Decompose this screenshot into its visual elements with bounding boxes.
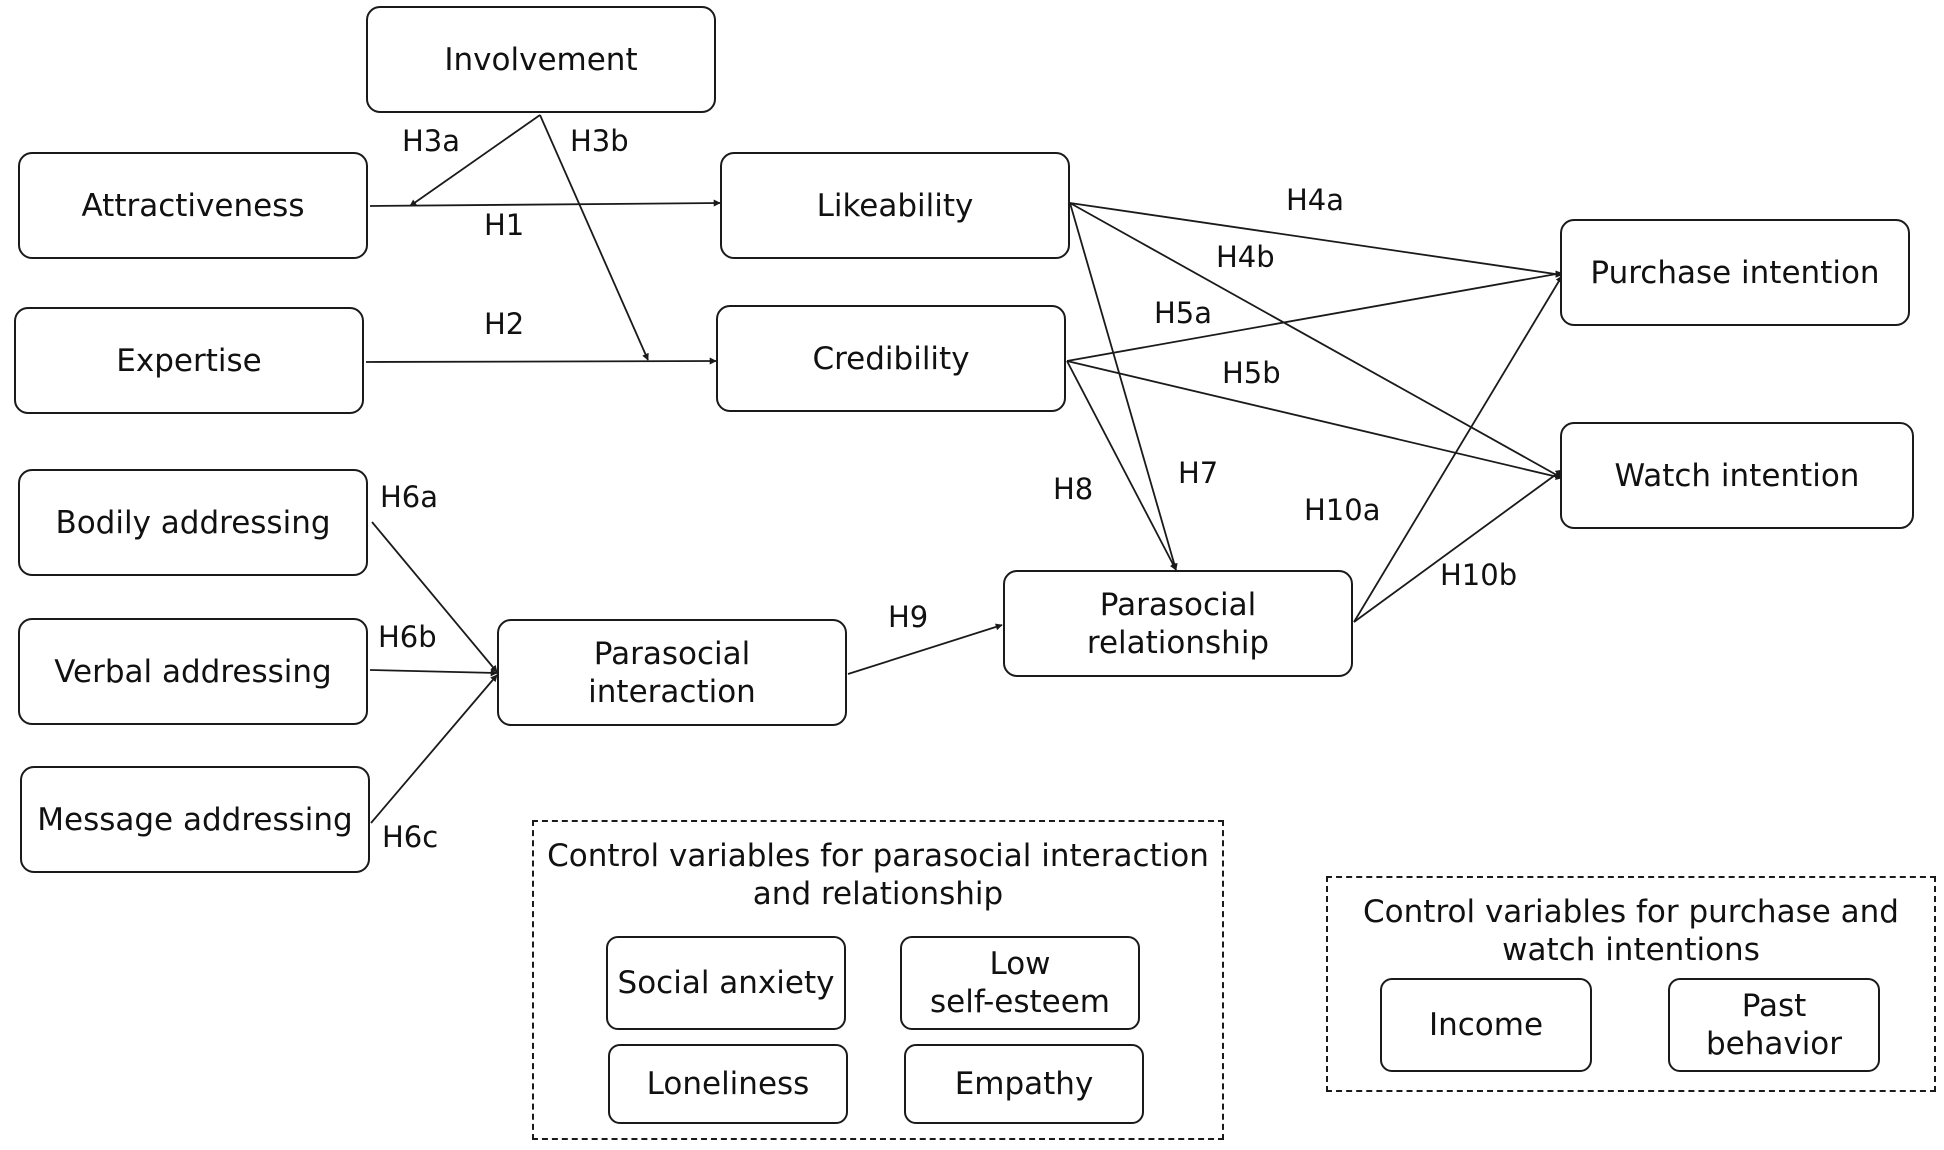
label-h9: H9 (888, 600, 929, 634)
node-verbal-addressing: Verbal addressing (18, 618, 368, 725)
arrow-h4a (1069, 202, 1563, 278)
arrow-h4b (1069, 202, 1563, 479)
node-bodily-addressing: Bodily addressing (18, 469, 368, 576)
label-h10a: H10a (1304, 493, 1381, 527)
control-group-parasocial-title: Control variables for parasocial interac… (547, 838, 1209, 912)
label-h2: H2 (484, 307, 525, 341)
arrow-h10b (1353, 469, 1563, 623)
control-social-anxiety: Social anxiety (606, 936, 846, 1030)
control-group-parasocial (532, 820, 1224, 1140)
label-h5a: H5a (1154, 296, 1213, 330)
control-group-intentions (1326, 876, 1936, 1092)
node-involvement: Involvement (366, 6, 716, 113)
arrow-h2 (365, 357, 717, 365)
arrow-h5a (1066, 270, 1563, 362)
arrow-h6b (369, 669, 498, 677)
node-likeability: Likeability (720, 152, 1070, 259)
label-h4a: H4a (1286, 183, 1345, 217)
node-message-addressing: Message addressing (20, 766, 370, 873)
label-h3a: H3a (402, 124, 461, 158)
node-attractiveness: Attractiveness (18, 152, 368, 259)
node-expertise: Expertise (14, 307, 364, 414)
arrow-h6c (370, 674, 498, 824)
label-h6a: H6a (380, 480, 439, 514)
control-empathy: Empathy (904, 1044, 1144, 1124)
label-h5b: H5b (1222, 356, 1281, 390)
label-h3b: H3b (570, 124, 629, 158)
arrow-h9 (847, 623, 1003, 675)
control-income: Income (1380, 978, 1592, 1072)
arrow-h3a (409, 114, 541, 207)
arrow-h10a (1353, 275, 1563, 623)
node-credibility: Credibility (716, 305, 1066, 412)
label-h8: H8 (1053, 472, 1094, 506)
node-parasocial-relationship: Parasocial relationship (1003, 570, 1353, 677)
control-past-behavior: Past behavior (1668, 978, 1880, 1072)
control-group-intentions-title: Control variables for purchase and watch… (1363, 894, 1899, 968)
arrow-h5b (1066, 360, 1563, 480)
control-low-self-esteem: Low self-esteem (900, 936, 1140, 1030)
label-h6c: H6c (382, 820, 439, 854)
arrow-h3b (539, 114, 649, 361)
label-h10b: H10b (1440, 558, 1518, 592)
arrow-h6a (371, 521, 498, 673)
node-watch-intention: Watch intention (1560, 422, 1914, 529)
label-h4b: H4b (1216, 240, 1275, 274)
arrow-h7 (1069, 202, 1178, 571)
label-h1: H1 (484, 208, 525, 242)
label-h7: H7 (1178, 456, 1219, 490)
label-h6b: H6b (378, 620, 437, 654)
control-loneliness: Loneliness (608, 1044, 848, 1124)
node-purchase-intention: Purchase intention (1560, 219, 1910, 326)
arrow-h8 (1066, 360, 1177, 571)
node-parasocial-interaction: Parasocial interaction (497, 619, 847, 726)
arrow-h1 (369, 199, 721, 207)
